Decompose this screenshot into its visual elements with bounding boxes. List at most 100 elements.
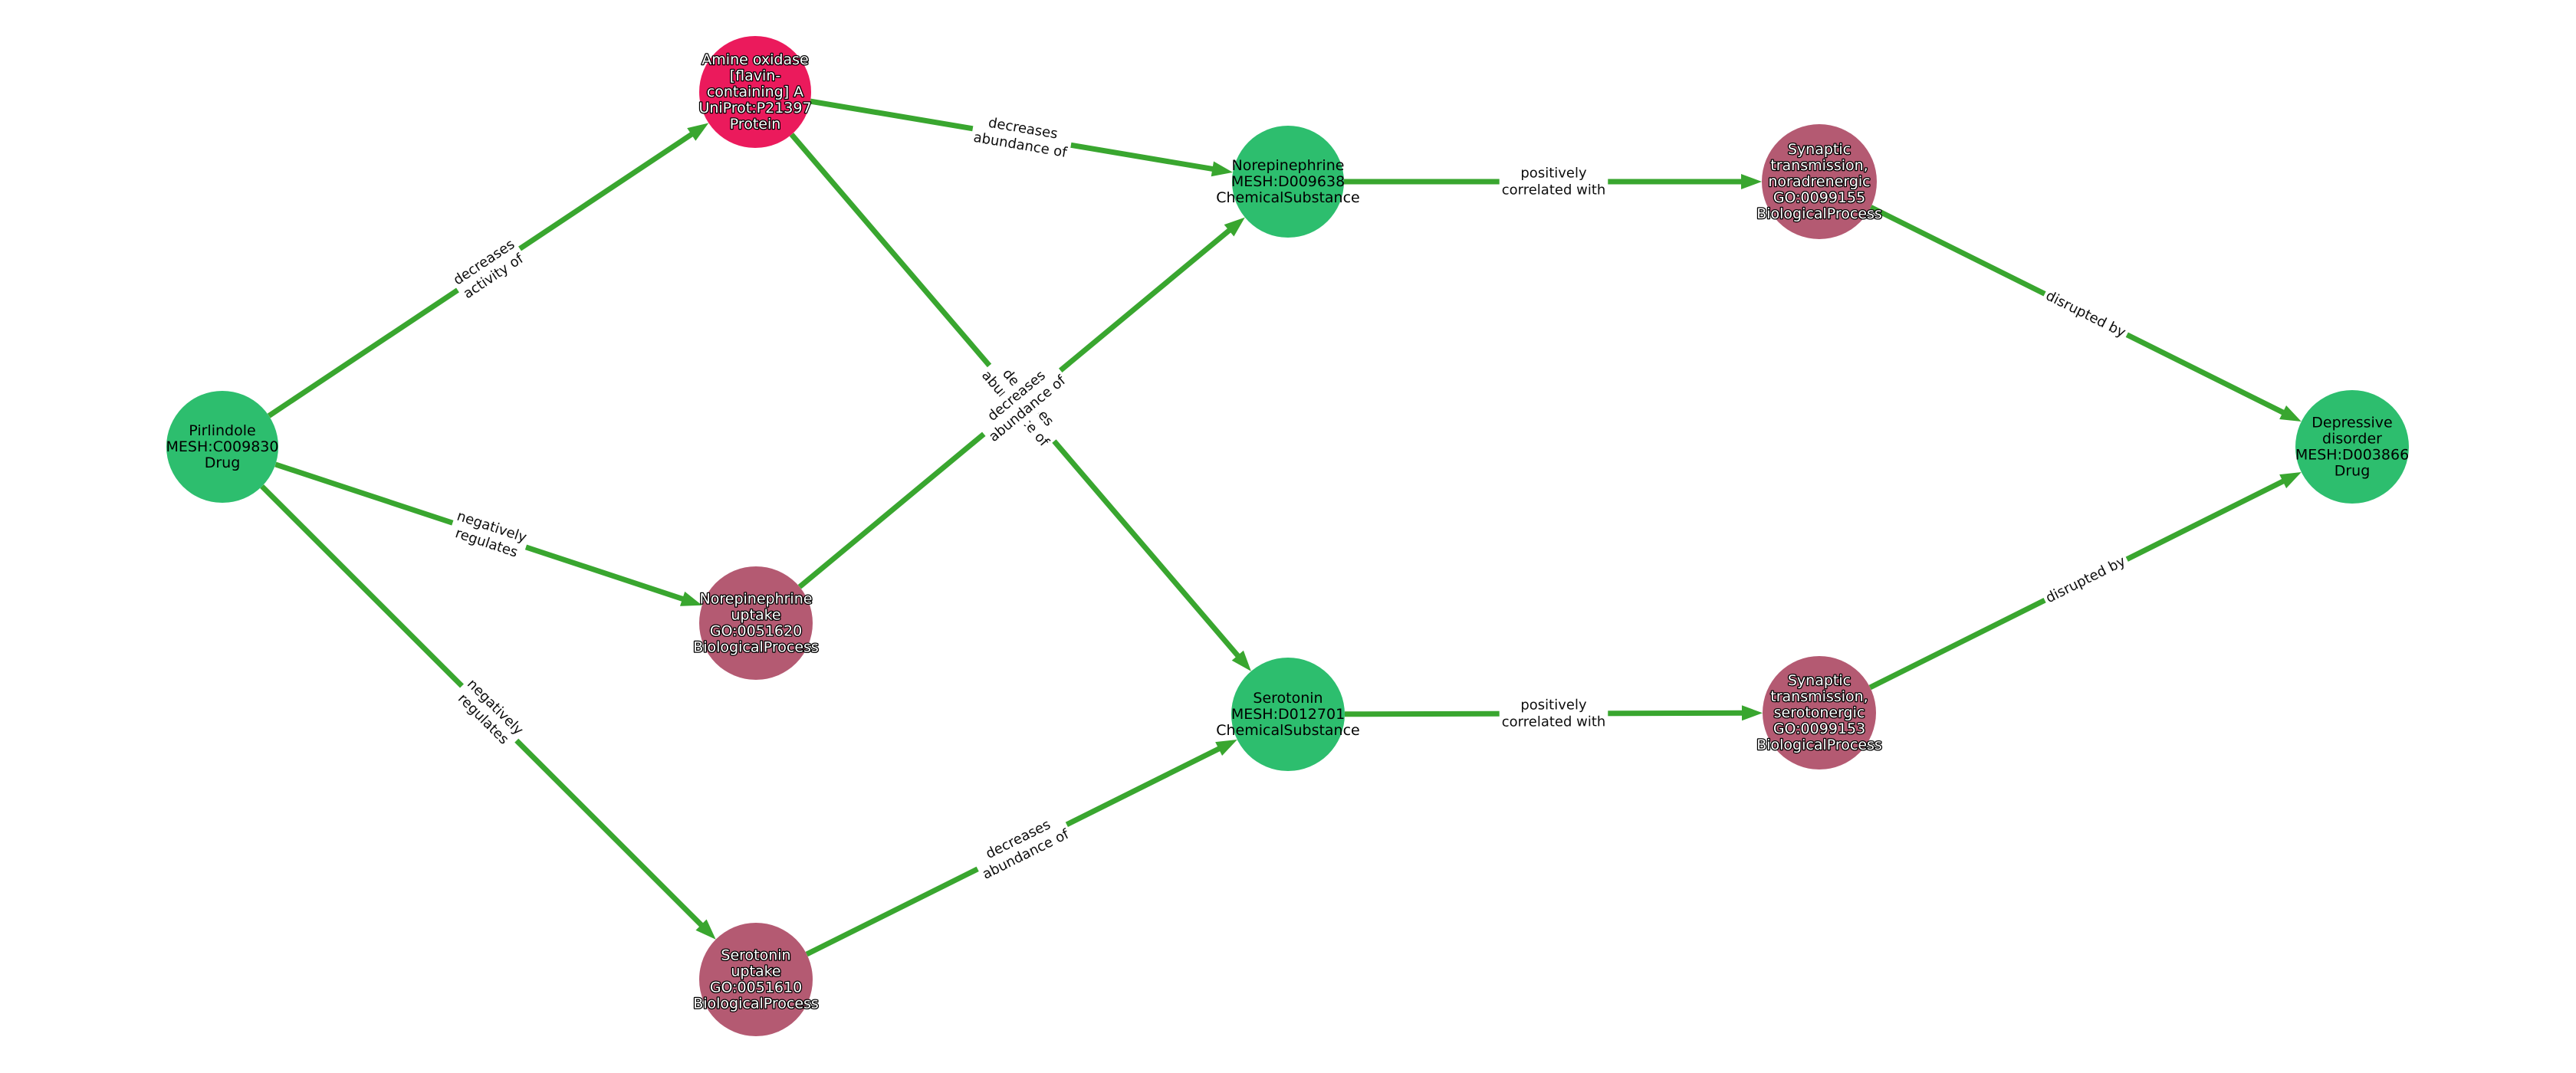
arrowhead-icon: [1224, 217, 1245, 237]
node-circle-biologicalprocess: [699, 923, 813, 1036]
node-label-line: BiologicalProcess: [693, 639, 819, 656]
edge-label-pirlindole-to-norepinephrine-uptake: negativelyregulates: [446, 504, 532, 566]
node-circle-protein: [699, 36, 811, 148]
edge-label-text: disrupted by: [2043, 553, 2128, 607]
node-label-line: GO:0051610: [710, 979, 802, 996]
node-label-line: Norepinephrine: [700, 591, 813, 608]
edge-label-line: positively: [1520, 166, 1587, 182]
node-label-line: transmission,: [1770, 688, 1868, 705]
node-label-line: BiologicalProcess: [693, 996, 819, 1012]
node-circle-chemicalsubstance: [1231, 658, 1345, 771]
node-label-line: ChemicalSubstance: [1216, 189, 1360, 206]
node-label-line: MESH:D003866: [2295, 447, 2409, 464]
edge-label-line: positively: [1520, 697, 1587, 713]
node-label-line: Drug: [205, 454, 241, 471]
node-circle-chemicalsubstance: [1232, 126, 1344, 238]
node-label-line: UniProt:P21397: [698, 100, 811, 116]
arrowhead-icon: [1211, 161, 1234, 177]
node-label-line: MESH:D009638: [1231, 173, 1345, 190]
node-label-line: MESH:C009830: [166, 438, 279, 455]
edge-label-background: [969, 110, 1074, 164]
edge-label-background: [447, 233, 531, 306]
node-label-line: BiologicalProcess: [1756, 737, 1882, 753]
arrowhead-icon: [2279, 472, 2302, 489]
edge-label-text: disrupted by: [2043, 287, 2128, 340]
node-label-line: Norepinephrine: [1232, 157, 1345, 174]
arrowhead-icon: [1231, 650, 1251, 671]
node-label-line: Synaptic: [1788, 141, 1851, 158]
node-label-line: serotonergic: [1774, 704, 1865, 721]
node-label-line: Amine oxidase: [702, 51, 808, 68]
node-label-line: containing] A: [707, 84, 803, 100]
edge-label-background: [1499, 694, 1608, 733]
node-label-line: GO:0099155: [1773, 189, 1865, 206]
edge-label-background: [2040, 284, 2132, 344]
arrowhead-icon: [1215, 740, 1237, 756]
node-label-line: uptake: [731, 963, 780, 980]
edge-label-background: [446, 504, 532, 566]
arrowhead-icon: [679, 591, 702, 606]
node-label-line: Serotonin: [1253, 690, 1322, 707]
node-label-line: ChemicalSubstance: [1216, 722, 1360, 739]
node-label-line: GO:0051620: [710, 623, 802, 640]
edge-label-synaptic-transmission-serotonergic-to-depressive-disorder: disrupted by: [2040, 550, 2132, 610]
node-label-line: Depressive: [2312, 415, 2392, 431]
edge-label-serotonin-uptake-to-serotonin: decreasesabundance of: [969, 807, 1076, 886]
node-label-line: MESH:D012701: [1231, 706, 1345, 723]
edge-label-background: [449, 672, 531, 754]
arrowhead-icon: [2279, 405, 2302, 422]
edge-label-background: [2040, 550, 2132, 610]
node-label-line: noradrenergic: [1768, 173, 1870, 190]
node-circle-biologicalprocess: [699, 566, 813, 680]
edge-label-background: [969, 807, 1076, 886]
node-label-line: Serotonin: [721, 947, 790, 964]
node-circle-drug: [2295, 390, 2409, 504]
edge-label-line: disrupted by: [2043, 287, 2128, 340]
node-circle-biologicalprocess: [1763, 656, 1876, 769]
node-label-line: GO:0099153: [1773, 720, 1865, 737]
edge-label-line: disrupted by: [2043, 553, 2128, 607]
edge-label-line: correlated with: [1502, 714, 1606, 730]
node-label-line: Protein: [730, 116, 781, 133]
edge-label-synaptic-transmission-noradrenergic-to-depressive-disorder: disrupted by: [2040, 284, 2132, 344]
node-circle-biologicalprocess: [1762, 124, 1877, 239]
arrowhead-icon: [687, 123, 709, 141]
node-label-line: Synaptic: [1788, 672, 1851, 689]
node-circle-drug: [166, 391, 278, 503]
edge-label-amine-oxidase-to-norepinephrine: decreasesabundance of: [969, 110, 1074, 164]
node-label-line: Drug: [2334, 463, 2371, 480]
edge-label-background: [1499, 162, 1608, 201]
arrowhead-icon: [695, 919, 716, 940]
node-label-line: disorder: [2322, 431, 2382, 448]
node-label-line: [flavin-: [730, 67, 780, 84]
edge-label-line: correlated with: [1502, 182, 1606, 199]
arrowhead-icon: [1741, 705, 1763, 721]
edge-label-text: negativelyregulates: [449, 508, 528, 563]
node-label-line: BiologicalProcess: [1756, 205, 1882, 222]
